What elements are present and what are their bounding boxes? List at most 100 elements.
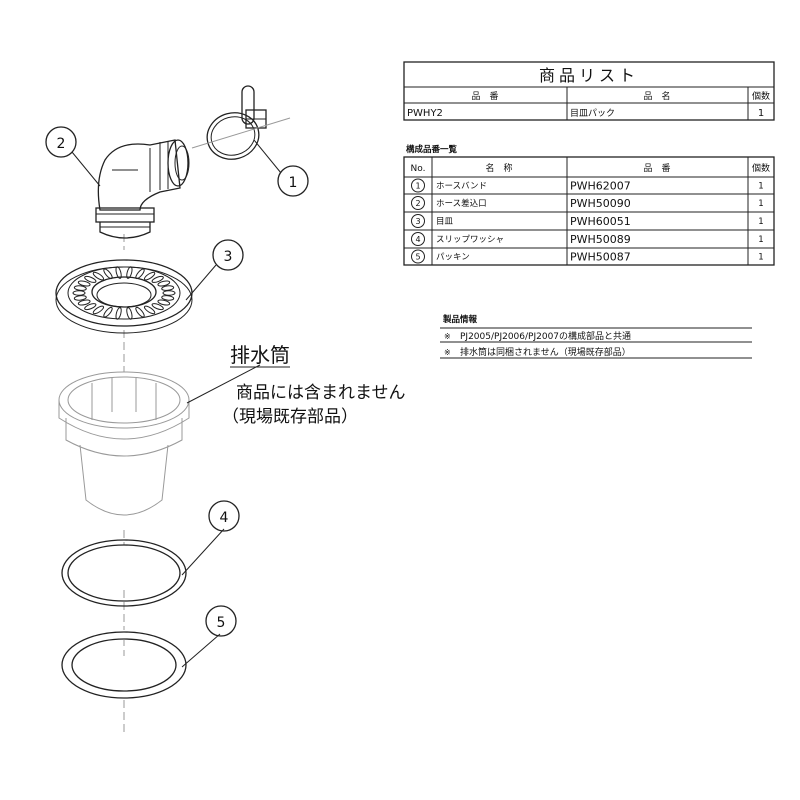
- components-header-no: No.: [411, 164, 426, 174]
- row-number-circle: [411, 196, 425, 210]
- drain-pipe-note: 排水筒 商品には含まれません （現場既存部品）: [222, 343, 406, 427]
- row-qty: 1: [758, 199, 763, 209]
- strainer-slot: [143, 305, 156, 315]
- product-list-title: 商品リスト: [539, 66, 639, 85]
- strainer-slots: [72, 266, 176, 320]
- packing-drawing: [61, 631, 187, 699]
- product-list-header-name: 品 名: [643, 90, 670, 102]
- row-qty: 1: [758, 182, 763, 192]
- strainer-slot: [77, 280, 91, 287]
- strainer-slot: [135, 306, 145, 318]
- strainer-slot: [73, 285, 87, 291]
- components-row: 3 目皿 PWH60051 1: [411, 214, 764, 228]
- row-qty: 1: [758, 217, 763, 227]
- components-rows: 1 ホースバンド PWH62007 1 2 ホース差込口 PWH50090 1 3 目皿 PWH60…: [411, 178, 764, 264]
- product-list-qty: 1: [758, 108, 764, 119]
- row-number: 1: [415, 182, 420, 191]
- row-name: パッキン: [436, 253, 470, 263]
- components-caption: 構成品番一覧: [406, 144, 458, 155]
- strainer-slot: [161, 285, 175, 291]
- product-info-mark-1: ※: [444, 332, 451, 341]
- hose-inlet-elbow-drawing: [95, 139, 190, 239]
- components-header-code: 品 番: [643, 162, 670, 174]
- drain-pipe-note-1: 商品には含まれません: [236, 383, 406, 403]
- row-number: 2: [415, 199, 420, 208]
- row-number-circle: [411, 178, 425, 193]
- strainer-slot: [162, 290, 176, 296]
- product-info-note-2: 排水筒は同梱されません（現場既存部品）: [460, 346, 631, 358]
- row-code: PWH50087: [570, 251, 631, 264]
- row-number-circle: [411, 214, 425, 228]
- strainer-slot: [92, 305, 105, 315]
- product-info-caption: 製品情報: [442, 314, 478, 325]
- product-info-note-1: PJ2005/PJ2006/PJ2007の構成部品と共通: [460, 330, 631, 342]
- components-header-name: 名 称: [485, 162, 512, 174]
- components-table: 構成品番一覧 No. 名 称 品 番 個数 1 ホースバンド PWH62007 1 2 ホ…: [403, 144, 775, 266]
- row-number: 3: [415, 217, 420, 226]
- strainer-slot: [126, 307, 133, 320]
- row-qty: 1: [758, 235, 763, 245]
- components-row: 2 ホース差込口 PWH50090 1: [411, 196, 764, 210]
- row-name: ホース差込口: [436, 198, 487, 209]
- row-number: 5: [415, 253, 420, 262]
- product-list-code: PWHY2: [407, 108, 443, 119]
- strainer-slot: [151, 303, 164, 311]
- components-row: 5 パッキン PWH50087 1: [411, 249, 764, 264]
- strainer-slot: [157, 299, 171, 306]
- strainer-plate-drawing: [55, 259, 193, 334]
- leader-lines: [71, 139, 282, 668]
- svg-text:5: 5: [217, 615, 226, 631]
- row-name: 目皿: [436, 217, 454, 227]
- strainer-slot: [143, 271, 156, 281]
- components-header-qty: 個数: [752, 162, 770, 174]
- svg-text:1: 1: [289, 175, 298, 191]
- row-code: PWH50089: [570, 233, 631, 246]
- callout-5: 5: [205, 605, 237, 637]
- row-name: スリップワッシャ: [436, 235, 504, 245]
- strainer-slot: [103, 268, 113, 280]
- components-row: 4 スリップワッシャ PWH50089 1: [411, 232, 764, 246]
- drain-pipe-note-2: （現場既存部品）: [222, 407, 358, 427]
- product-info-mark-2: ※: [444, 348, 451, 357]
- callout-4: 4: [208, 500, 240, 532]
- strainer-slot: [84, 275, 97, 283]
- product-list-header-code: 品 番: [471, 90, 498, 102]
- callout-2: 2: [45, 126, 77, 158]
- strainer-slot: [161, 295, 175, 301]
- strainer-slot: [115, 266, 122, 279]
- svg-text:3: 3: [224, 249, 233, 265]
- strainer-slot: [73, 295, 87, 301]
- row-number-circle: [411, 232, 425, 246]
- drain-pipe-label: 排水筒: [230, 343, 290, 367]
- strainer-slot: [84, 303, 97, 311]
- row-number-circle: [411, 249, 425, 264]
- row-name: ホースバンド: [436, 182, 487, 192]
- row-number: 4: [415, 235, 420, 244]
- drain-pipe-drawing: [58, 371, 190, 516]
- slip-washer-drawing: [61, 539, 187, 607]
- strainer-slot: [157, 280, 171, 287]
- row-code: PWH62007: [570, 180, 631, 193]
- hose-band-drawing: [191, 85, 291, 160]
- strainer-slot: [135, 268, 145, 280]
- product-list-header-qty: 個数: [752, 90, 770, 102]
- svg-text:2: 2: [57, 136, 66, 152]
- product-list-table: 商品リスト 品 番 品 名 個数 PWHY2 目皿パック 1: [403, 61, 775, 121]
- strainer-slot: [103, 306, 113, 318]
- components-row: 1 ホースバンド PWH62007 1: [411, 178, 764, 193]
- strainer-slot: [92, 271, 105, 281]
- product-info: 製品情報 ※ PJ2005/PJ2006/PJ2007の構成部品と共通 ※ 排水…: [440, 314, 752, 359]
- product-list-name: 目皿パック: [570, 108, 615, 119]
- strainer-slot: [77, 299, 91, 306]
- svg-text:4: 4: [220, 510, 229, 526]
- strainer-slot: [115, 307, 122, 320]
- row-code: PWH60051: [570, 215, 631, 228]
- strainer-slot: [126, 266, 133, 279]
- row-qty: 1: [758, 253, 763, 263]
- callout-3: 3: [212, 239, 244, 271]
- strainer-slot: [72, 290, 86, 296]
- strainer-slot: [151, 275, 164, 283]
- callout-1: 1: [277, 165, 309, 197]
- row-code: PWH50090: [570, 197, 631, 210]
